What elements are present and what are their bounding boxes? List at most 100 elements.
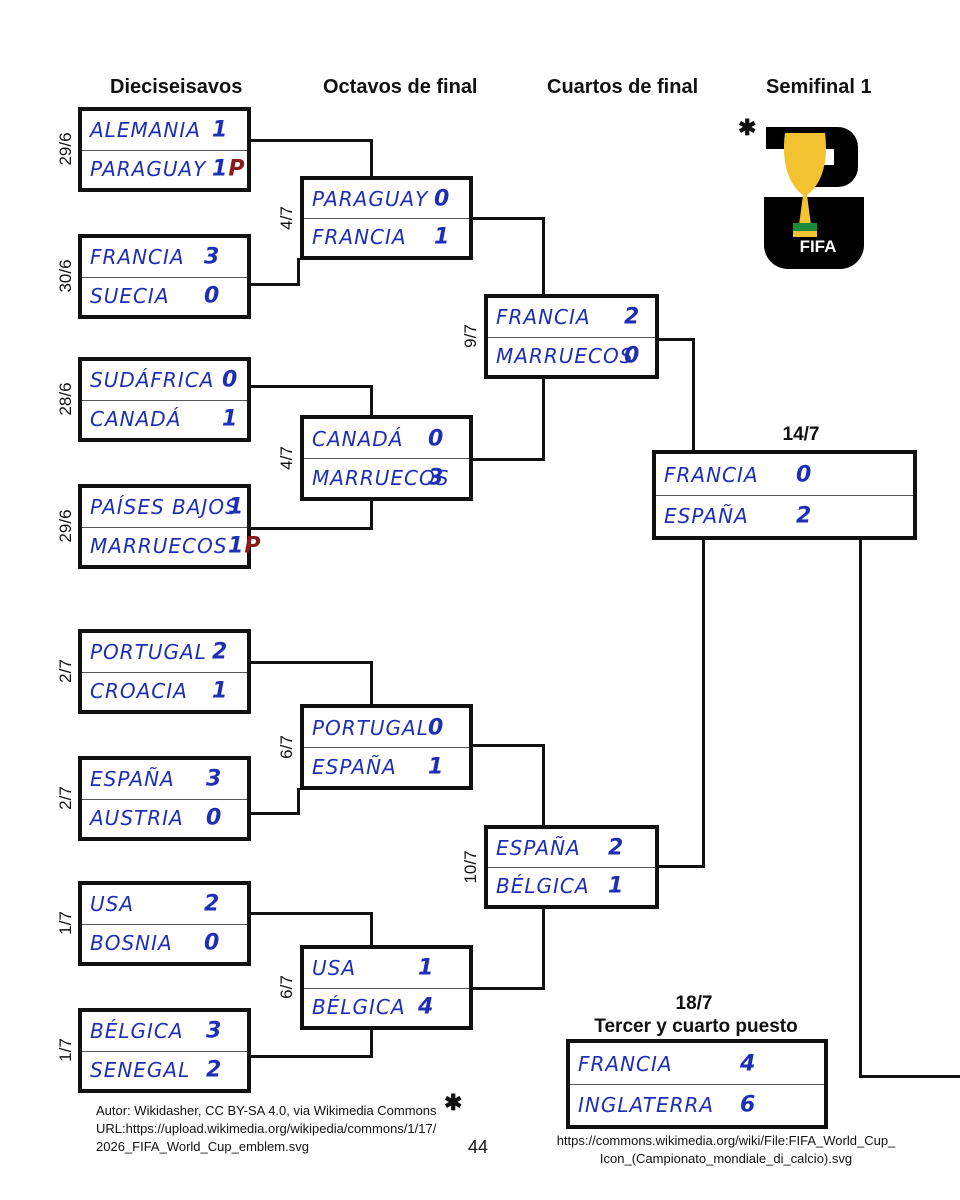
team-score: 4 (740, 1051, 756, 1076)
team-row: ESPAÑA 1 (304, 747, 469, 786)
team-score: 2 (624, 305, 640, 330)
match-date: 30/6 (56, 259, 75, 293)
penalty-mark: P (228, 156, 246, 182)
team-name: CANADÁ (312, 426, 404, 451)
score-value: 1 (434, 224, 451, 250)
fifa-logo-text: FIFA (799, 237, 837, 256)
team-name: PORTUGAL (312, 715, 429, 740)
team-score: 0 (624, 343, 640, 368)
team-name: FRANCIA (90, 245, 185, 270)
score-value: 3 (206, 1018, 223, 1044)
team-name: PARAGUAY (90, 156, 207, 181)
team-score: 0 (434, 187, 450, 212)
score-value: 3 (428, 465, 445, 490)
team-score: 1P (212, 156, 245, 181)
team-score: 2 (206, 1057, 222, 1082)
team-score: 1 (212, 118, 228, 143)
team-score: 1 (228, 495, 244, 520)
match-date: 4/7 (277, 206, 296, 230)
team-name: MARRUECOS (90, 533, 228, 558)
team-name: SUECIA (90, 283, 170, 308)
team-score: 1P (228, 533, 261, 558)
team-name: ESPAÑA (664, 503, 749, 528)
score-value: 6 (740, 1092, 757, 1117)
score-value: 4 (740, 1051, 757, 1076)
score-value: 2 (206, 1057, 223, 1083)
team-name: FRANCIA (312, 225, 407, 249)
team-row: CANADÁ 0 (304, 419, 469, 459)
team-name: ESPAÑA (90, 767, 175, 792)
score-value: 4 (418, 994, 435, 1020)
team-row: FRANCIA 4 (570, 1043, 824, 1085)
score-value: 2 (624, 304, 641, 330)
team-score: 2 (608, 836, 624, 861)
score-value: 1 (228, 533, 245, 559)
credit-left-line-1: Autor: Wikidasher, CC BY-SA 4.0, via Wik… (96, 1103, 437, 1118)
team-score: 3 (206, 1019, 222, 1044)
match-date: 1/7 (56, 1038, 75, 1062)
team-name: MARRUECOS (496, 343, 634, 368)
team-score: 3 (206, 767, 222, 792)
header-cuartos: Cuartos de final (547, 76, 699, 98)
match-date: 14/7 (782, 424, 820, 445)
score-value: 0 (222, 367, 239, 393)
team-score: 0 (796, 462, 812, 487)
team-score: 0 (428, 715, 444, 740)
team-score: 1 (434, 225, 450, 250)
match-date: 2/7 (56, 659, 75, 683)
team-score: 1 (418, 956, 434, 981)
match-date: 10/7 (461, 850, 480, 884)
score-value: 0 (434, 186, 451, 212)
score-value: 0 (796, 462, 813, 487)
penalty-mark: P (244, 533, 262, 559)
team-row: ESPAÑA 2 (656, 495, 913, 536)
team-row: BÉLGICA 3 (82, 1012, 247, 1052)
match-date: 6/7 (277, 735, 296, 759)
match-date: 18/7 (675, 993, 713, 1014)
team-score: 2 (212, 640, 228, 665)
team-name: FRANCIA (578, 1051, 673, 1076)
header-octavos: Octavos de final (323, 76, 478, 98)
team-score: 0 (206, 805, 222, 830)
score-value: 2 (608, 835, 625, 861)
team-score: 0 (428, 426, 444, 451)
team-name: CANADÁ (90, 406, 182, 431)
score-value: 3 (206, 766, 223, 792)
score-value: 1 (428, 754, 445, 779)
team-score: 0 (204, 930, 220, 955)
page-number: 44 (468, 1137, 489, 1157)
match-date: 9/7 (461, 324, 480, 348)
score-value: 1 (608, 873, 625, 899)
credit-right-line-2: Icon_(Campionato_mondiale_di_calcio).svg (599, 1151, 853, 1166)
match-date: 2/7 (56, 786, 75, 810)
team-name: USA (312, 956, 357, 981)
team-score: 6 (740, 1092, 756, 1117)
score-value: 2 (796, 503, 813, 528)
team-name: ESPAÑA (312, 754, 397, 779)
third-place-title: Tercer y cuarto puesto (594, 1016, 798, 1037)
credit-left-line-3: 2026_FIFA_World_Cup_emblem.svg (96, 1139, 309, 1154)
team-name: BÉLGICA (90, 1019, 184, 1044)
fifa-2026-emblem-icon: ✱ FIFA (738, 115, 868, 275)
